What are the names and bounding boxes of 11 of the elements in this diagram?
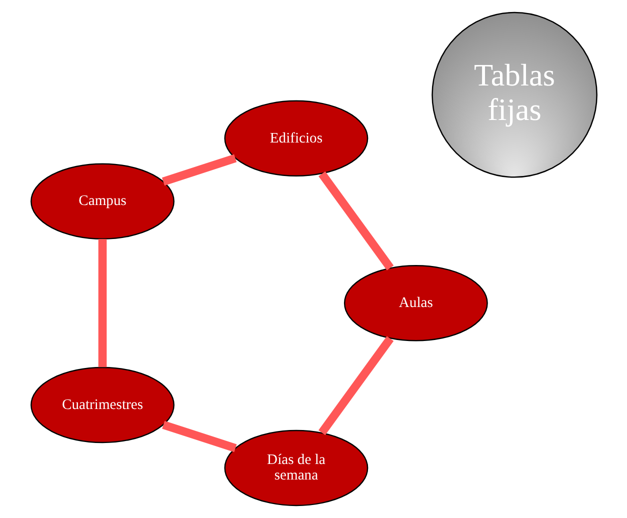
node-circle: Tablas fijas <box>431 12 597 178</box>
node-ellipse: Cuatrimestres <box>30 366 174 444</box>
connector <box>162 420 236 452</box>
connector <box>98 238 106 368</box>
node-ellipse: Aulas <box>343 265 488 342</box>
node-ellipse: Campus <box>30 163 174 240</box>
connector <box>161 154 236 186</box>
connector <box>318 336 394 436</box>
node-ellipse: Edificios <box>224 100 368 177</box>
node-ellipse: Días de la semana <box>224 430 368 506</box>
connector <box>318 171 394 270</box>
